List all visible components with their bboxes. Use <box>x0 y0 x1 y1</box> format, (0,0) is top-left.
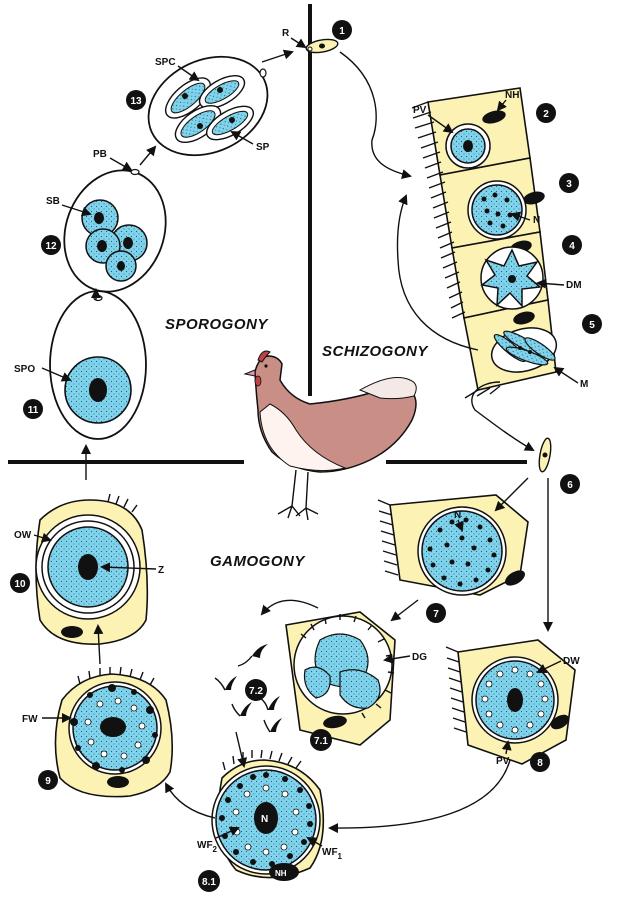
label-PB: PB <box>93 149 107 160</box>
badge-9: 9 <box>38 770 58 790</box>
stage-13-sporulated-oocyst <box>147 55 269 157</box>
badge-7-1: 7.1 <box>310 729 332 751</box>
stage-4-developing-merozoites <box>480 246 544 310</box>
schizogony-labels: PV NH N DM M <box>413 90 588 390</box>
badge-7-2: 7.2 <box>245 679 267 701</box>
svg-text:8.1: 8.1 <box>202 877 216 888</box>
badge-12: 12 <box>41 235 61 255</box>
svg-text:2: 2 <box>543 109 549 120</box>
badge-6: 6 <box>560 474 580 494</box>
svg-text:11: 11 <box>28 405 39 416</box>
label-SPC: SPC <box>155 57 176 68</box>
label-M: M <box>580 379 588 390</box>
svg-text:7.1: 7.1 <box>314 736 328 747</box>
label-DM: DM <box>566 280 582 291</box>
stage-2-trophozoite <box>445 123 491 169</box>
label-N-top: N <box>533 215 540 226</box>
svg-text:9: 9 <box>45 776 51 787</box>
stage-7-2-microgametes <box>214 644 282 733</box>
label-DG: DG <box>412 652 427 663</box>
label-Z: Z <box>158 565 164 576</box>
badge-7: 7 <box>426 603 446 623</box>
svg-text:5: 5 <box>589 320 595 331</box>
label-PV-bottom: PV <box>496 756 510 767</box>
gamogony-labels: N DG DW PV OW Z FW WF2 WF1 <box>14 510 580 861</box>
phase-title-gamogony: GAMOGONY <box>210 553 306 570</box>
stage-number-badges: 1 2 3 4 5 6 7 7.1 7.2 8 8.1 9 10 11 12 1… <box>10 20 602 892</box>
label-OW: OW <box>14 530 32 541</box>
stage-7-microgamont <box>377 494 529 596</box>
svg-text:3: 3 <box>566 179 572 190</box>
svg-text:7: 7 <box>433 609 439 620</box>
badge-13: 13 <box>126 90 146 110</box>
stage-11-unsporulated-oocyst <box>49 290 147 440</box>
label-SB: SB <box>46 196 60 207</box>
badge-5: 5 <box>582 314 602 334</box>
label-N-bottom: N <box>261 814 268 825</box>
stage-8-macrogamont <box>445 639 576 765</box>
svg-text:7.2: 7.2 <box>249 686 263 697</box>
label-DW: DW <box>563 656 580 667</box>
label-WF2: WF2 <box>197 840 218 854</box>
label-NH-top: NH <box>505 90 519 101</box>
stage-3-immature-schizont <box>467 180 527 240</box>
svg-text:13: 13 <box>130 96 142 107</box>
stage-7-1-mature-microgamont <box>285 611 396 746</box>
label-PV-top: PV <box>413 105 427 116</box>
badge-11: 11 <box>23 399 43 419</box>
sporogony-arrows <box>81 49 294 480</box>
label-N-mid: N <box>454 510 461 521</box>
gamogony-arrows <box>93 477 553 834</box>
label-SPO: SPO <box>14 364 35 375</box>
badge-8-1: 8.1 <box>198 870 220 892</box>
svg-text:4: 4 <box>569 241 575 252</box>
stage-6-merozoite <box>538 437 552 473</box>
label-WF1: WF1 <box>322 847 343 861</box>
phase-dividers <box>8 4 527 464</box>
badge-8: 8 <box>530 752 550 772</box>
badge-4: 4 <box>562 235 582 255</box>
label-FW: FW <box>22 714 38 725</box>
label-SP: SP <box>256 142 270 153</box>
badge-3: 3 <box>559 173 579 193</box>
stage-10-oocyst <box>35 493 149 645</box>
badge-2: 2 <box>536 103 556 123</box>
stage-12-sporoblasts <box>63 168 167 293</box>
stage-1-sporozoite <box>305 38 339 54</box>
svg-text:1: 1 <box>339 26 345 37</box>
svg-text:6: 6 <box>567 480 573 491</box>
label-NH-bottom: NH <box>275 869 287 878</box>
badge-10: 10 <box>10 573 30 593</box>
stage-8-1-macrogamete: N NH <box>211 749 325 881</box>
stage-9-young-oocyst <box>54 666 174 798</box>
svg-text:8: 8 <box>537 758 543 769</box>
svg-text:12: 12 <box>45 241 57 252</box>
badge-1: 1 <box>332 20 352 40</box>
chicken-host-illustration <box>243 350 417 521</box>
stage-5-mature-schizont <box>490 327 558 373</box>
schizogony-arrows <box>339 51 535 451</box>
phase-title-sporogony: SPOROGONY <box>165 316 269 333</box>
phase-title-schizogony: SCHIZOGONY <box>322 343 429 360</box>
label-R: R <box>282 28 290 39</box>
svg-text:10: 10 <box>14 579 26 590</box>
sporogony-labels: SPO SB PB SPC SP R <box>14 28 307 382</box>
